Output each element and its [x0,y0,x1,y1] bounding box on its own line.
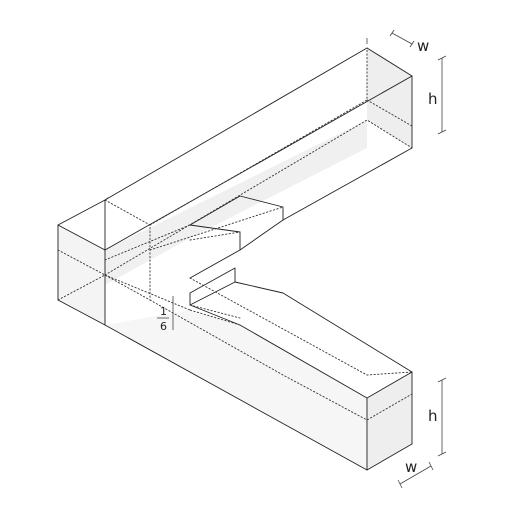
top-height-tick-bottom [437,129,447,135]
hidden-edges [57,47,413,421]
top-width-tick-left [389,29,395,37]
lower-notch-hidden [189,304,241,326]
dimension-top-height: h [428,55,447,135]
upper-notch-hidden [104,206,284,261]
shaded-faces [58,48,412,470]
post-front-face [58,225,105,325]
bottom-height-tick-bottom [437,451,447,457]
lower-beam-hidden-inner [189,277,413,376]
upper-beam-hidden-back-bottom [149,47,368,226]
bottom-width-tick-right [428,461,434,471]
lower-beam-top-inner-edge [234,281,413,373]
lower-beam-end-face [367,372,412,470]
dimension-bottom-width: w [397,458,434,489]
top-width-label: w [417,37,429,55]
lower-beam-hidden-back [104,274,413,421]
dimension-notch-fraction: 1 6 [157,296,174,333]
top-height-label: h [428,90,438,108]
bottom-width-label: w [405,458,417,476]
bottom-width-tick-left [397,479,403,489]
lower-beam-bottom-front-edge [104,324,368,471]
upper-beam-top-end-edge [366,47,413,77]
lower-beam-inner-face [105,310,367,470]
upper-beam-end-bottom-edge [282,147,413,221]
fraction-denominator: 6 [160,320,167,333]
top-height-tick-top [437,55,447,61]
upper-beam-hidden-underside [104,119,413,276]
upper-beam-end-face [367,48,412,148]
post-top-outline [57,197,109,226]
post-hidden-bottom [57,274,151,301]
bottom-height-label: h [428,407,438,425]
post-hidden-mid [57,249,106,276]
bottom-width-line [399,465,432,485]
dimension-top-width: w [366,29,429,55]
lower-beam-end-top-edge [366,371,413,399]
top-width-line [391,32,413,45]
upper-notch-lower-edge [239,219,284,251]
upper-beam-top-back-edge [104,47,368,201]
top-width-tick-right [409,40,415,48]
upper-beam-hidden-end [366,99,413,127]
lower-beam-end-bottom-edge [366,443,413,471]
bottom-height-tick-top [437,377,447,383]
fraction-numerator: 1 [160,305,167,318]
upper-beam-inner-face [105,120,367,285]
dimension-bottom-height: h [428,377,447,457]
